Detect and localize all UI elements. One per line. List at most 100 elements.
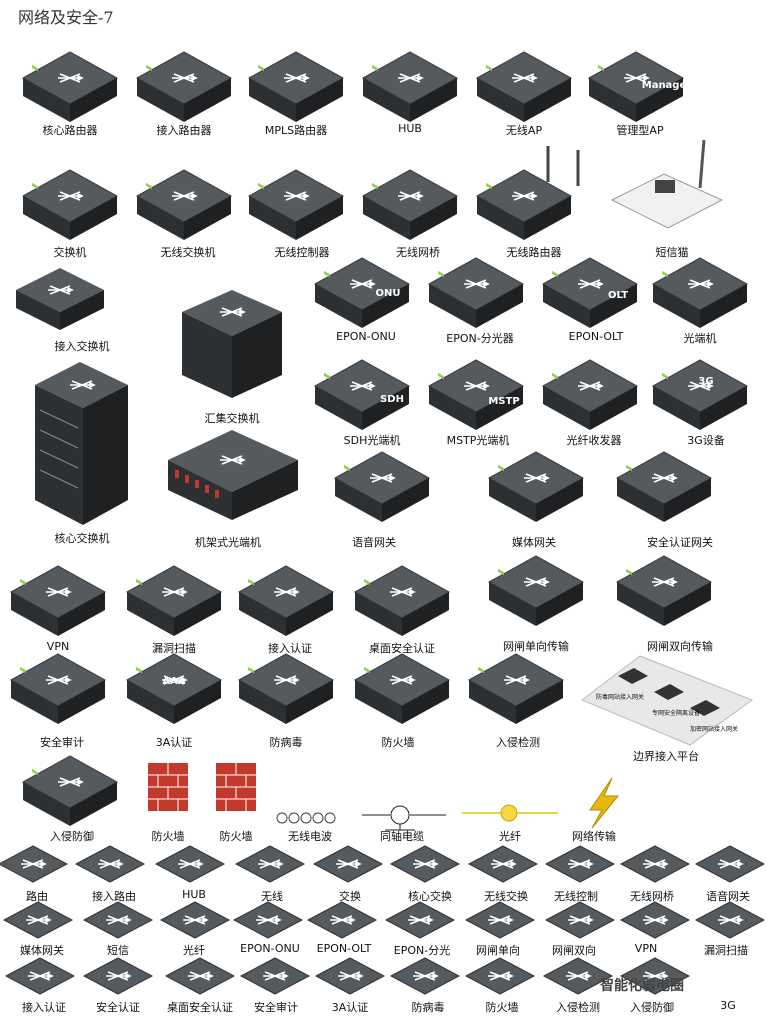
device-label: 3G设备 bbox=[687, 434, 725, 447]
device-label: 汇集交换机 bbox=[204, 412, 260, 425]
device-label: 网闸双向传输 bbox=[647, 640, 713, 653]
boundary-label: 防毒网站接入网关 bbox=[595, 694, 645, 701]
network-bolt-icon bbox=[589, 777, 620, 829]
device-label: 网闸双向 bbox=[552, 944, 596, 957]
device-label: 边界接入平台 bbox=[633, 750, 699, 763]
device-label: MSTP光端机 bbox=[446, 434, 510, 447]
device-box-5 bbox=[476, 51, 572, 123]
device-box-11 bbox=[476, 169, 572, 241]
device-label: 交换机 bbox=[53, 246, 87, 259]
boundary-label: 专网安全隔离设备 bbox=[651, 710, 701, 717]
device-label: 无线 bbox=[261, 890, 283, 903]
device-label: 接入交换机 bbox=[54, 340, 110, 353]
device-label: 网闸单向 bbox=[476, 944, 520, 957]
device-label: 无线AP bbox=[505, 124, 543, 137]
device-box-33 bbox=[468, 653, 564, 725]
device-caption: 3G bbox=[698, 376, 714, 387]
coax-cable-icon bbox=[362, 805, 446, 831]
device-label: 光纤 bbox=[499, 830, 521, 843]
device-caption: Manage bbox=[641, 80, 687, 91]
device-box-28 bbox=[616, 555, 712, 627]
device-label: 防火墙 bbox=[219, 830, 253, 843]
device-box-17 bbox=[428, 359, 524, 431]
device-label: 无线路由器 bbox=[506, 246, 562, 259]
device-label: 媒体网关 bbox=[20, 944, 64, 957]
device-label: 安全认证 bbox=[96, 1001, 140, 1014]
boundary-label: 加密网站接入网关 bbox=[689, 726, 739, 733]
device-label: 光端机 bbox=[683, 332, 717, 345]
boundary-platform-illustration bbox=[581, 655, 754, 746]
device-box-27 bbox=[488, 555, 584, 627]
device-box-20 bbox=[334, 451, 430, 523]
device-label: 3A认证 bbox=[155, 736, 193, 749]
device-label: EPON-ONU bbox=[336, 330, 396, 343]
device-label: VPN bbox=[634, 942, 658, 955]
sms-modem-device bbox=[610, 139, 724, 229]
device-label: 路由 bbox=[26, 890, 48, 903]
aggregation-switch-cabinet bbox=[182, 290, 282, 398]
device-label: 入侵防御 bbox=[50, 830, 94, 843]
device-label: 无线控制 bbox=[554, 890, 598, 903]
device-caption: SDH bbox=[380, 394, 404, 405]
device-box-34 bbox=[22, 755, 118, 827]
device-label: 桌面安全认证 bbox=[369, 642, 435, 655]
device-label: 防火墙 bbox=[381, 736, 415, 749]
device-caption: MSTP bbox=[488, 396, 520, 407]
device-label: EPON-分光器 bbox=[446, 332, 514, 345]
firewall-brick-1 bbox=[147, 762, 189, 812]
device-label: 接入认证 bbox=[268, 642, 312, 655]
device-box-1 bbox=[22, 51, 118, 123]
device-label: 入侵检测 bbox=[496, 736, 540, 749]
device-label: 安全认证网关 bbox=[647, 536, 713, 549]
device-label: 入侵检测 bbox=[556, 1001, 600, 1014]
device-label: EPON-OLT bbox=[568, 330, 624, 343]
device-box-31 bbox=[238, 653, 334, 725]
device-label: 短信猫 bbox=[655, 246, 689, 259]
device-label: 核心交换机 bbox=[54, 532, 110, 545]
device-label: 防病毒 bbox=[411, 1001, 445, 1014]
fiber-icon bbox=[462, 804, 558, 822]
device-label: 3G bbox=[720, 999, 736, 1012]
radio-wave-icon bbox=[276, 812, 336, 824]
device-box-22 bbox=[616, 451, 712, 523]
device-box-8 bbox=[136, 169, 232, 241]
device-label: 安全审计 bbox=[254, 1001, 298, 1014]
device-label: 机架式光端机 bbox=[195, 536, 261, 549]
device-label: MPLS路由器 bbox=[264, 124, 328, 137]
device-box-25 bbox=[238, 565, 334, 637]
device-caption: OLT bbox=[607, 290, 629, 301]
device-label: 接入路由器 bbox=[156, 124, 212, 137]
device-box-9 bbox=[248, 169, 344, 241]
device-box-2 bbox=[136, 51, 232, 123]
device-box-13 bbox=[428, 257, 524, 329]
access-switch-device bbox=[16, 268, 104, 330]
device-label: 光纤收发器 bbox=[566, 434, 622, 447]
device-label: 防病毒 bbox=[269, 736, 303, 749]
device-box-32 bbox=[354, 653, 450, 725]
device-box-15 bbox=[652, 257, 748, 329]
device-label: 语音网关 bbox=[706, 890, 750, 903]
device-label: EPON-ONU bbox=[240, 942, 300, 955]
device-label: 桌面安全认证 bbox=[167, 1001, 233, 1014]
device-label: HUB bbox=[182, 888, 206, 901]
page-title: 网络及安全-7 bbox=[18, 8, 114, 27]
device-label: EPON-分光 bbox=[393, 944, 451, 957]
device-label: 防火墙 bbox=[151, 830, 185, 843]
device-label: 无线网桥 bbox=[396, 246, 440, 259]
device-label: 无线控制器 bbox=[274, 246, 330, 259]
device-label: 无线电波 bbox=[288, 830, 332, 843]
device-label: 交换 bbox=[339, 890, 361, 903]
device-label: 管理型AP bbox=[616, 124, 664, 137]
device-box-24 bbox=[126, 565, 222, 637]
device-box-21 bbox=[488, 451, 584, 523]
device-label: EPON-OLT bbox=[316, 942, 372, 955]
firewall-brick-2 bbox=[215, 762, 257, 812]
device-box-23 bbox=[10, 565, 106, 637]
device-label: 同轴电缆 bbox=[380, 830, 424, 843]
device-caption: AAA bbox=[162, 676, 186, 687]
device-box-4 bbox=[362, 51, 458, 123]
device-label: HUB bbox=[398, 122, 422, 135]
device-label: 网络传输 bbox=[572, 830, 616, 843]
watermark-text: 智能化弱电圈 bbox=[600, 978, 684, 994]
